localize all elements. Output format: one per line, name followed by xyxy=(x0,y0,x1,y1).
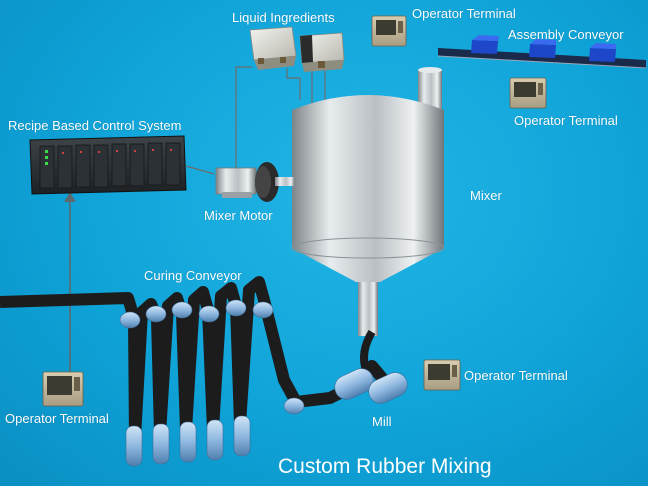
terminal-icon xyxy=(371,15,407,47)
label-recipe-control: Recipe Based Control System xyxy=(8,118,182,133)
assembly-conveyor xyxy=(437,35,647,69)
label-operator-terminal-top: Operator Terminal xyxy=(412,6,516,21)
label-liquid-ingredients: Liquid Ingredients xyxy=(232,10,335,25)
label-curing-conveyor: Curing Conveyor xyxy=(144,268,242,283)
roller-icon xyxy=(119,299,305,467)
label-mixer-motor: Mixer Motor xyxy=(204,208,273,223)
conveyor-block-icon xyxy=(589,43,616,62)
mill-rollers xyxy=(334,368,408,404)
label-assembly-conveyor: Assembly Conveyor xyxy=(508,27,624,42)
label-mixer: Mixer xyxy=(470,188,502,203)
label-operator-terminal-mill: Operator Terminal xyxy=(464,368,568,383)
ingredient-tank-icon xyxy=(249,26,297,70)
cabinet-motor-wire xyxy=(185,165,215,175)
terminal-icon xyxy=(42,371,84,407)
diagram-title: Custom Rubber Mixing xyxy=(278,455,492,478)
motor-icon xyxy=(215,162,295,202)
conveyor-block-icon xyxy=(471,35,499,54)
label-operator-terminal-right: Operator Terminal xyxy=(514,113,618,128)
control-signal-arrow xyxy=(64,192,76,372)
conveyor-block-icon xyxy=(529,39,556,58)
mixer-tank-icon xyxy=(291,67,445,336)
control-cabinet-icon xyxy=(29,135,187,195)
ingredient-tank-icon-2 xyxy=(299,32,345,72)
terminal-icon xyxy=(423,359,461,391)
terminal-icon xyxy=(509,77,547,109)
label-operator-terminal-left: Operator Terminal xyxy=(5,411,109,426)
label-mill: Mill xyxy=(372,414,392,429)
